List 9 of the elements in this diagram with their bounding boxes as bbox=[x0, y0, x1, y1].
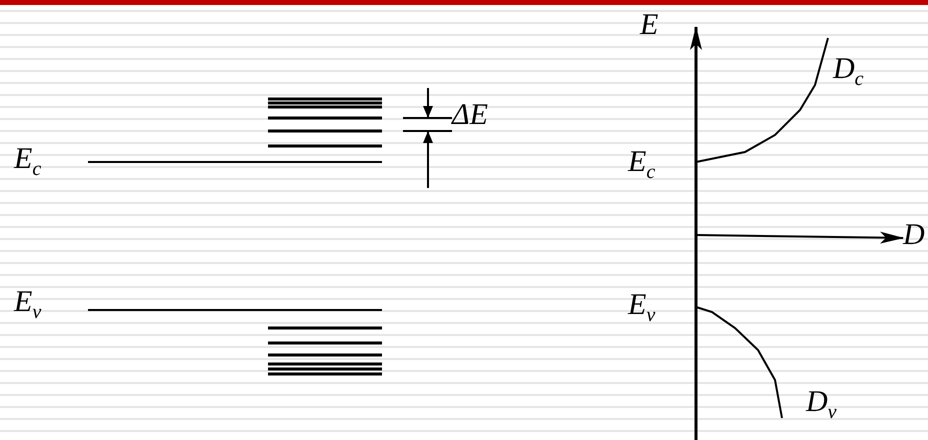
energy-level-label: E$_{v}$ bbox=[14, 285, 42, 325]
curve-label: D$_{c}$ bbox=[833, 52, 864, 92]
energy-level-label: E$_{v}$ bbox=[628, 288, 656, 328]
axis-label: D bbox=[903, 218, 925, 252]
axis-label: E bbox=[640, 8, 658, 42]
energy-gap-label: ΔE bbox=[452, 98, 488, 132]
energy-level-label: E$_{c}$ bbox=[14, 142, 42, 182]
energy-level-label: E$_{c}$ bbox=[628, 145, 656, 185]
curve-label: D$_{v}$ bbox=[806, 385, 837, 425]
